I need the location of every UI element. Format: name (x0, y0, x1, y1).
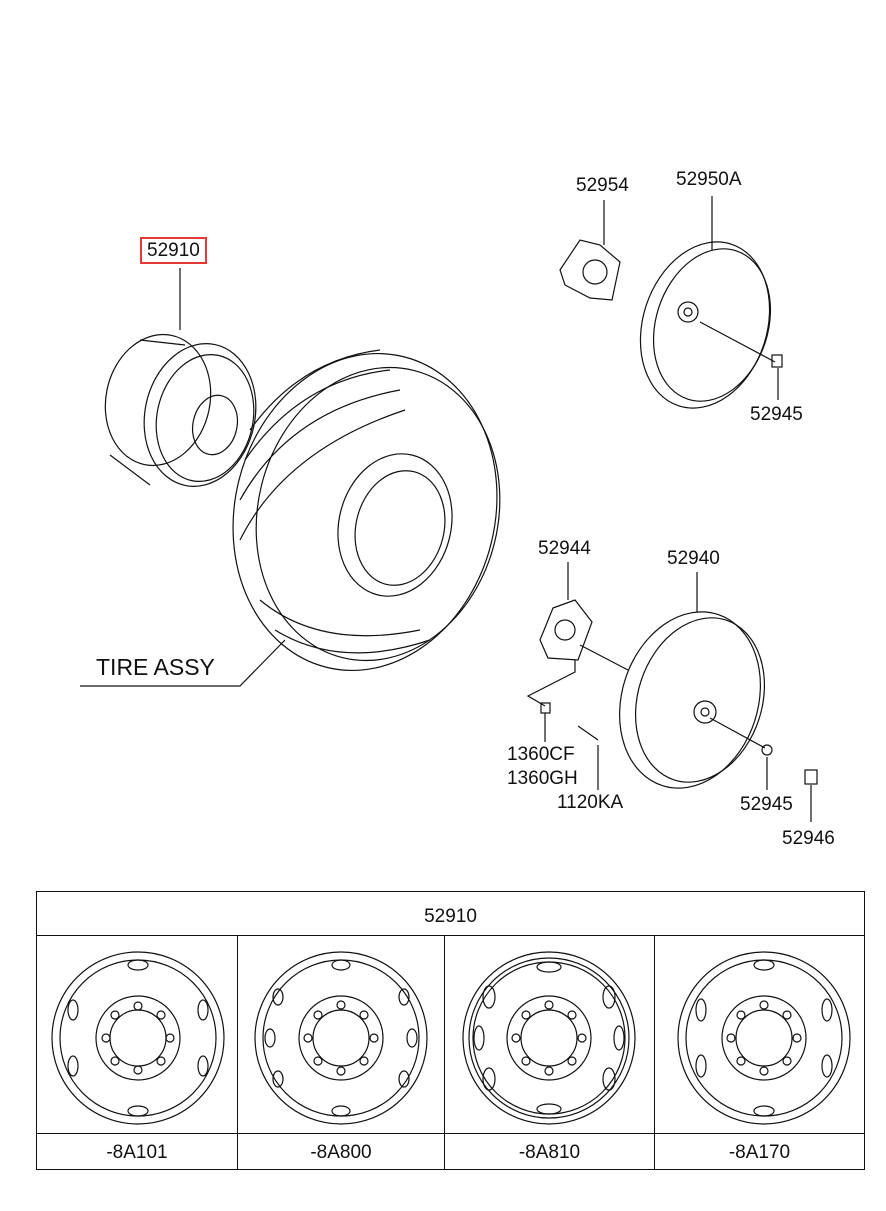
steel-wheel-icon (462, 951, 636, 1125)
bracket-drawing (539, 599, 593, 661)
callout-clip-upper[interactable]: 52954 (576, 175, 629, 196)
callout-nut-lower[interactable]: 52945 (740, 794, 793, 815)
steel-wheel-icon (51, 951, 225, 1125)
variant-code-cell: -8A101 (37, 1133, 237, 1169)
callout-fastener-b[interactable]: 1360GH (507, 768, 578, 789)
variant-code-cell: -8A170 (655, 1133, 864, 1169)
variant-cell[interactable]: -8A101 (37, 935, 238, 1169)
callout-cover-upper[interactable]: 52950A (676, 169, 742, 190)
nut-upper-drawing (771, 354, 783, 368)
bracket-link (526, 660, 576, 707)
variant-cell[interactable]: -8A800 (238, 935, 445, 1169)
cover-lower-drawing (619, 611, 766, 789)
variant-table-title: 52910 (424, 906, 477, 927)
variant-cell[interactable]: -8A170 (655, 935, 864, 1169)
callout-bolt[interactable]: 1120KA (557, 792, 624, 813)
cover-lower-axis (709, 717, 766, 749)
rim-drawing (104, 333, 257, 487)
cover-upper-axis (699, 321, 776, 363)
steel-wheel-icon (677, 951, 851, 1125)
cover-upper-drawing (639, 241, 772, 409)
callout-cover-lower[interactable]: 52940 (667, 548, 720, 569)
bolt-drawing (577, 725, 599, 741)
variant-code: -8A170 (728, 1142, 791, 1163)
tire-drawing (232, 349, 501, 672)
lug-nut-drawing (804, 769, 818, 785)
callout-nut-upper[interactable]: 52945 (750, 404, 803, 425)
callout-bracket[interactable]: 52944 (538, 538, 591, 559)
variant-cell[interactable]: -8A810 (445, 935, 655, 1169)
variant-code-cell: -8A810 (445, 1133, 654, 1169)
callout-fastener-a[interactable]: 1360CF (507, 744, 575, 765)
clip-upper-drawing (559, 239, 621, 301)
variant-table-header: 52910 (37, 892, 864, 936)
nut-lower-drawing (761, 744, 773, 756)
variant-code: -8A800 (310, 1142, 372, 1163)
callout-lug-nut[interactable]: 52946 (782, 828, 835, 849)
bracket-axis (579, 644, 629, 671)
steel-wheel-icon (254, 951, 428, 1125)
variant-code: -8A810 (518, 1142, 581, 1163)
variant-table: 52910 -8A101 -8A800 (36, 891, 865, 1170)
tire-leader (80, 639, 286, 687)
callout-rim[interactable]: 52910 (140, 237, 207, 264)
variant-code-cell: -8A800 (238, 1133, 444, 1169)
variant-code: -8A101 (106, 1142, 168, 1163)
exploded-wheel-diagram (80, 196, 818, 822)
callout-tire-assy[interactable]: TIRE ASSY (96, 654, 215, 680)
